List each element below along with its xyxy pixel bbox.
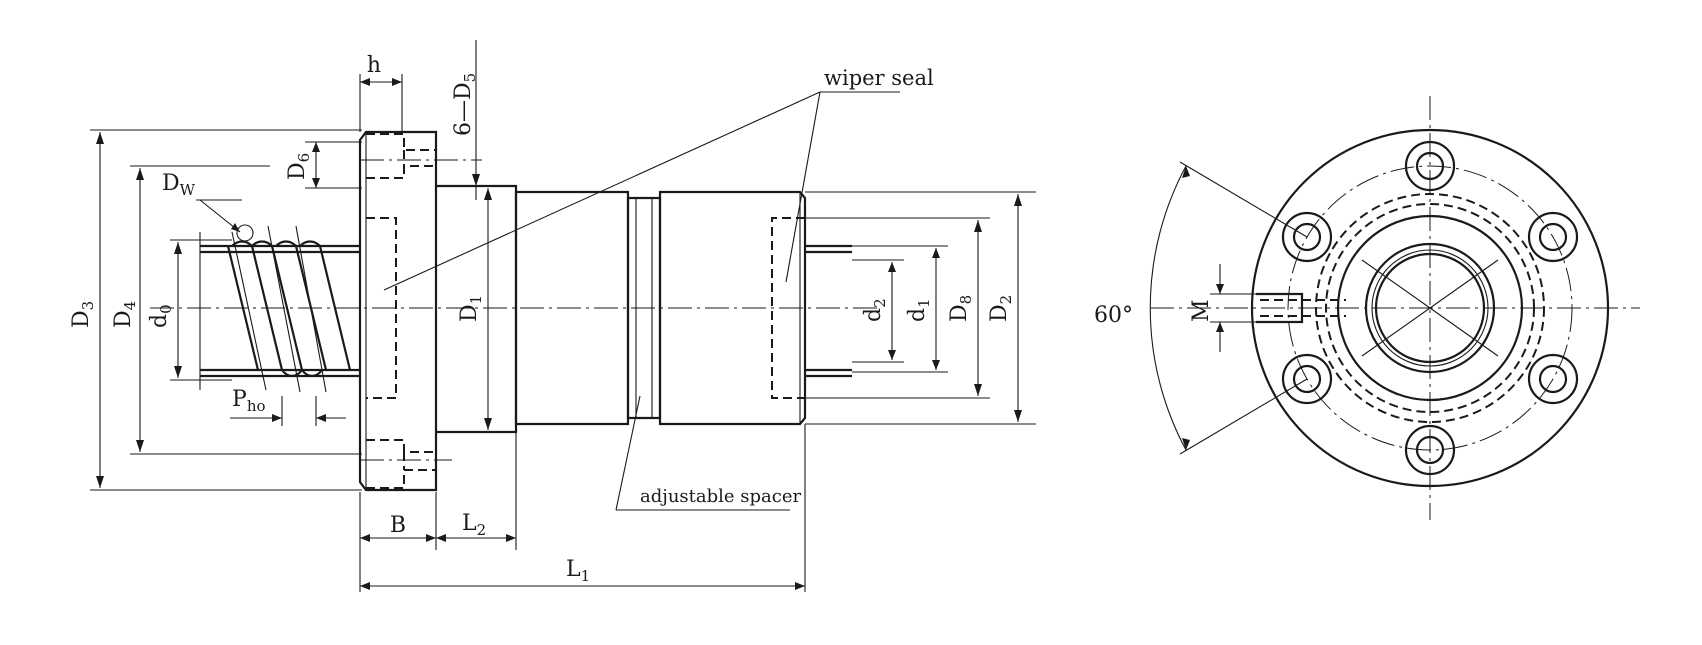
spigot-outline [1336, 214, 1524, 402]
label-pho: Pho [232, 387, 266, 415]
label-d2-small: d2 [861, 298, 889, 322]
label-6-d5: 6—D5 [451, 73, 479, 136]
bolt-holes [1281, 140, 1579, 476]
screw-outline [1374, 252, 1486, 364]
flange-outline [1250, 128, 1610, 488]
flange [358, 130, 482, 492]
side-view-labels: h 6—D5 D6 DW D3 D4 d0 Pho D1 d2 d1 D8 D2… [69, 53, 1015, 585]
label-m: M [1189, 299, 1214, 322]
label-l1: L1 [566, 557, 590, 585]
recess-outer [1315, 193, 1545, 423]
lube-port [1210, 264, 1346, 352]
bore-inner [1371, 249, 1489, 367]
callout-adjustable-spacer: adjustable spacer [640, 486, 802, 507]
label-angle: 60° [1094, 303, 1133, 328]
bore-crosshair [1361, 259, 1499, 357]
recess-inner [1325, 203, 1535, 413]
front-view: 60° M [1094, 96, 1640, 520]
label-d3: D3 [69, 301, 97, 328]
label-d8: D8 [947, 295, 975, 322]
callout-wiper-seal: wiper seal [824, 66, 934, 90]
label-d0: d0 [147, 304, 175, 328]
screw-shaft-right [805, 244, 852, 378]
label-d4: D4 [111, 301, 139, 328]
label-d6: D6 [285, 153, 313, 180]
extension-lines [90, 40, 1036, 592]
bolt-circle [1287, 165, 1573, 451]
label-d2-big: D2 [987, 295, 1015, 322]
nut-body-2 [658, 190, 807, 426]
label-h: h [367, 53, 381, 78]
label-b: B [390, 513, 406, 538]
screw-shaft-left [199, 224, 360, 393]
dimension-lines [96, 78, 1022, 590]
side-view: h 6—D5 D6 DW D3 D4 d0 Pho D1 d2 d1 D8 D2… [69, 40, 1036, 592]
label-d1-big: D1 [457, 295, 485, 322]
leader-lines [196, 91, 900, 511]
label-dw: DW [162, 171, 196, 199]
label-d1-small: d1 [905, 298, 933, 322]
nut-body-1 [514, 190, 630, 426]
bore-outer [1364, 242, 1496, 374]
angle-dimension [1149, 161, 1308, 455]
label-l2: L2 [462, 511, 486, 539]
